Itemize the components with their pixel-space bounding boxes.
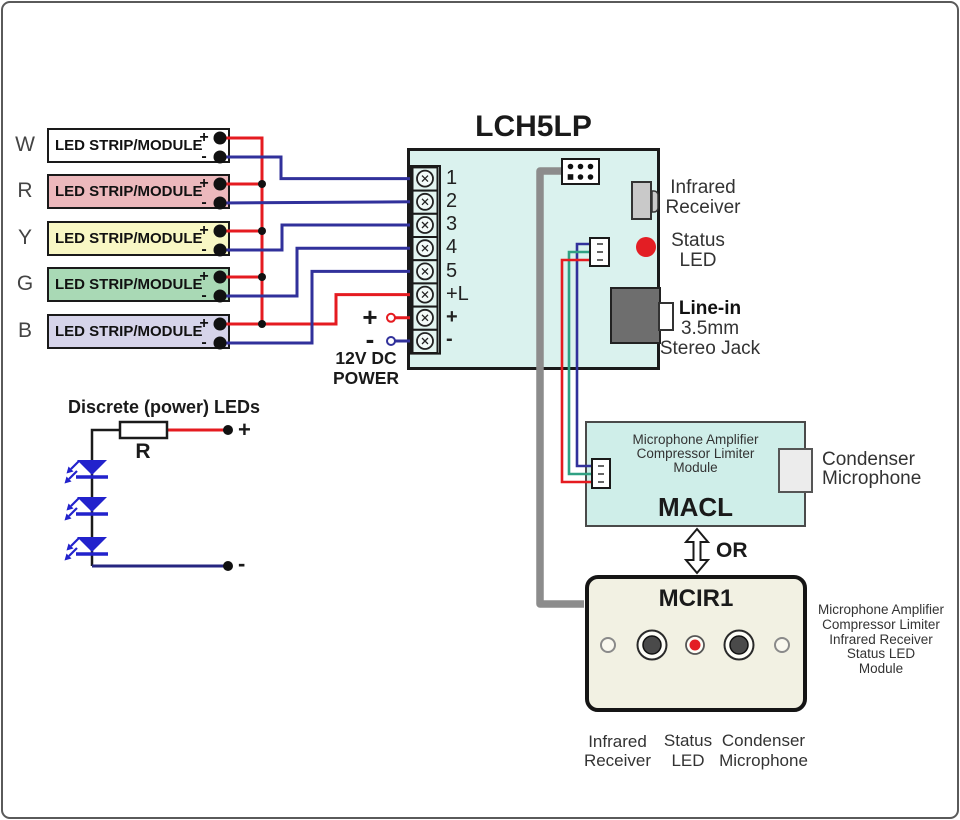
mcir1-desc-line2: Compressor Limiter [822,617,940,632]
led-strip-w [47,128,230,163]
mcir1-status-led-icon [685,635,705,655]
mcir1-desc-line1: Microphone Amplifier [817,602,945,617]
strip-plus-label: + [199,315,209,332]
strip-plus-label: + [199,268,209,285]
terminal-label-1: 1 [446,167,458,189]
mcir1-ir-label-line2: Receiver [583,751,652,770]
line-in-label-line3: Stereo Jack [659,338,761,359]
mcir1-status-label-line2: LED [671,751,705,770]
macl-desc-line2: Compressor Limiter [636,446,755,461]
ir-receiver-label-line1: Infrared [670,177,736,198]
channel-letter-w: W [15,133,35,156]
terminal-block [410,165,441,355]
strip-minus-label: - [201,334,207,351]
mcir1-mic-label-line1: Condenser [721,731,806,750]
strip-minus-label: - [201,287,207,304]
mcir1-desc-line5: Module [858,661,904,676]
line-in-jack-icon [610,287,674,344]
status-led-label-line2: LED [679,250,717,271]
terminal-label-5: 5 [446,260,458,282]
header-6pin-icon [561,158,600,185]
led-strip-g [47,267,230,302]
line-in-label-line1: Line-in [678,298,742,319]
strip-label: LED STRIP/MODULE [55,276,203,293]
power-voltage-label: 12V DC [335,348,397,368]
terminal-label-3: 3 [446,213,458,235]
status-led-label-line1: Status [671,230,725,251]
terminal-label-minus: - [446,328,453,350]
discrete-plus-label: + [238,417,251,442]
terminal-label-4: 4 [446,236,458,258]
screw-hole-right-icon [774,637,790,653]
led-strip-y [47,221,230,256]
controller-board [407,148,660,370]
power-minus-label: - [365,324,375,354]
resistor-label: R [135,440,151,463]
discrete-leds-title: Discrete (power) LEDs [67,397,261,417]
ir-cable-wire [536,167,584,608]
mcir1-ir-receiver-icon [636,629,668,661]
power-plus-label: + [362,302,378,332]
strip-minus-label: - [201,241,207,258]
resistor-icon [118,420,169,440]
status-led-icon [636,237,656,257]
screw-hole-left-icon [600,637,616,653]
condenser-mic-label-line1: Condenser [822,449,915,470]
led-strip-r [47,174,230,209]
terminal-label-2: 2 [446,190,458,212]
or-label: OR [716,539,748,562]
mic-cable-wires [560,242,596,484]
macl-module [585,421,806,527]
led-strip-b [47,314,230,349]
channel-letter-g: G [16,272,34,295]
mcir1-desc-line3: Infrared Receiver [829,632,933,647]
mcir1-name: MCIR1 [658,585,734,612]
discrete-led-circuit [64,420,233,571]
board-title: LCH5LP [475,110,592,143]
or-double-arrow-icon [683,527,711,575]
strip-label: LED STRIP/MODULE [55,323,203,340]
strip-label: LED STRIP/MODULE [55,183,203,200]
macl-name: MACL [657,492,734,522]
mcir1-microphone-icon [723,629,755,661]
mcir1-desc-line4: Status LED [846,646,916,661]
screw-terminal-icons [416,169,434,350]
board-mic-connector-icon [589,237,610,267]
positive-wires [220,136,414,326]
strip-label: LED STRIP/MODULE [55,137,203,154]
line-in-label-line2: 3.5mm [680,318,740,339]
strip-minus-label: - [201,148,207,165]
power-plus-connector-icon [386,312,396,323]
infrared-receiver-icon [631,181,659,220]
terminal-label-plus: + [446,306,458,328]
macl-desc-line3: Module [673,460,718,475]
strip-minus-label: - [201,194,207,211]
power-label: POWER [332,368,400,388]
mcir1-ir-label-line1: Infrared [588,732,647,751]
strip-label: LED STRIP/MODULE [55,230,203,247]
power-minus-connector-icon [386,336,396,346]
channel-letter-y: Y [17,226,32,249]
junction-dots [258,180,266,328]
terminal-label-plus-l: +L [446,283,469,305]
led-symbol-icon [64,460,108,561]
discrete-minus-label: - [238,551,246,576]
ir-receiver-label-line2: Receiver [665,197,741,218]
strip-terminal-dots [213,131,227,350]
channel-letter-b: B [17,319,32,342]
macl-desc-line1: Microphone Amplifier [632,432,759,447]
channel-letter-r: R [17,179,33,202]
negative-wires [219,155,415,345]
condenser-microphone-icon [778,448,813,493]
strip-plus-label: + [199,175,209,192]
condenser-mic-label-line2: Microphone [822,468,922,489]
strip-plus-label: + [199,222,209,239]
strip-plus-label: + [199,129,209,146]
macl-mic-connector-icon [591,458,611,489]
mcir1-status-label-line1: Status [663,731,713,750]
mcir1-mic-label-line2: Microphone [719,751,808,770]
mcir1-face-icons [600,629,790,661]
